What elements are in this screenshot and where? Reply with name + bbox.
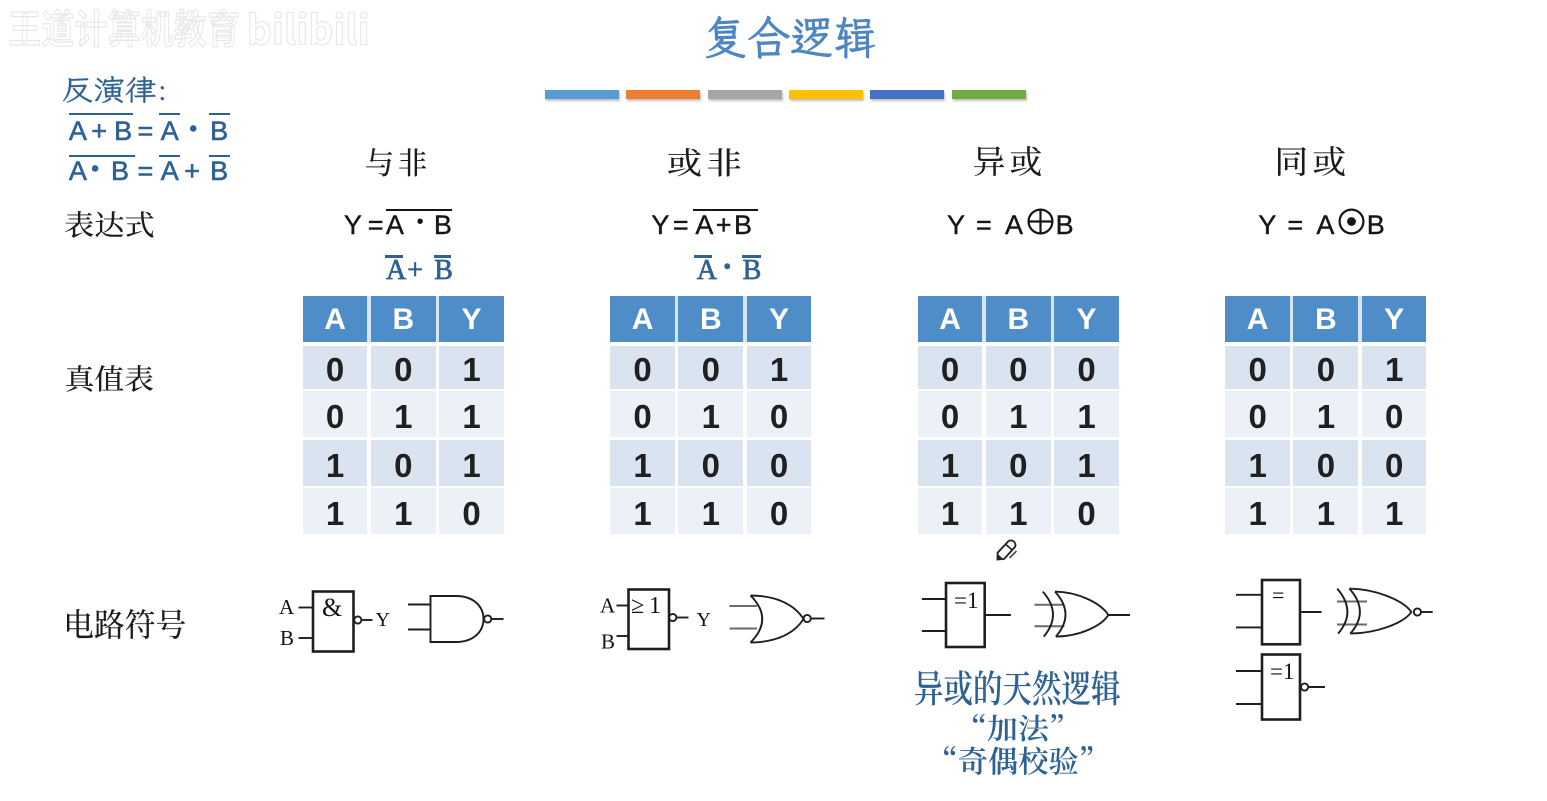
svg-text:A: A — [600, 594, 616, 618]
svg-text:1: 1 — [649, 593, 661, 619]
svg-text:=1: =1 — [1270, 659, 1294, 684]
svg-text:A: A — [279, 595, 295, 619]
svg-text:B: B — [280, 626, 294, 650]
svg-text:Y: Y — [697, 609, 711, 631]
svg-text:≥: ≥ — [631, 593, 644, 619]
svg-text:=: = — [1272, 583, 1284, 608]
svg-text:B: B — [601, 630, 615, 654]
svg-text:Y: Y — [376, 609, 390, 631]
svg-text:=1: =1 — [954, 588, 978, 613]
svg-text:&: & — [322, 593, 342, 622]
